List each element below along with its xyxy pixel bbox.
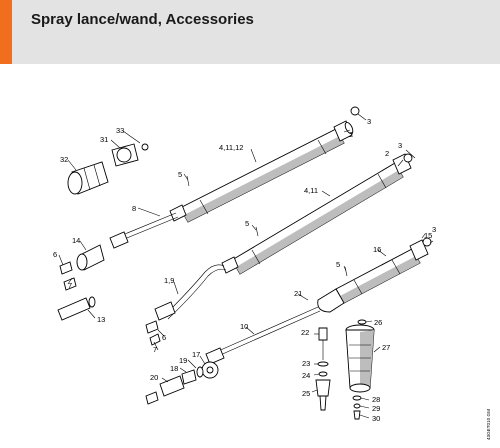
- spray-tube-8: [109, 212, 179, 249]
- callout-3c: 3: [432, 225, 436, 234]
- callout-23: 23: [302, 359, 310, 368]
- callout-31: 31: [100, 135, 108, 144]
- callout-6b: 6: [162, 333, 166, 342]
- lance-lower: [317, 237, 432, 313]
- callout-3b: 3: [398, 141, 402, 150]
- callout-18: 18: [170, 364, 178, 373]
- callout-6a: 6: [53, 250, 57, 259]
- page-title: Spray lance/wand, Accessories: [31, 11, 254, 28]
- callout-24: 24: [302, 371, 310, 380]
- fittings-left: [57, 244, 161, 346]
- callout-4-11-12: 4,11,12: [219, 143, 243, 152]
- callout-13: 13: [97, 315, 105, 324]
- callout-20: 20: [150, 373, 158, 382]
- callout-4-11: 4,11: [304, 186, 318, 195]
- callout-27: 27: [382, 343, 390, 352]
- callout-25: 25: [302, 389, 310, 398]
- callout-26: 26: [374, 318, 382, 327]
- callout-22: 22: [301, 328, 309, 337]
- callout-32: 32: [60, 155, 68, 164]
- callout-29: 29: [372, 404, 380, 413]
- screws-5: [186, 175, 348, 277]
- callout-2a: 2: [349, 130, 353, 139]
- handle-parts: [315, 319, 375, 420]
- callout-5c: 5: [336, 260, 340, 269]
- callout-30: 30: [372, 414, 380, 423]
- callout-7a: 7: [68, 281, 72, 290]
- callout-5a: 5: [178, 170, 182, 179]
- lance-middle: [221, 153, 413, 275]
- nozzle-parts: [67, 143, 149, 195]
- callout-33: 33: [116, 126, 124, 135]
- callout-15: 15: [424, 231, 432, 240]
- straight-tube-10: [205, 306, 321, 365]
- fittings-17-20: [145, 361, 219, 405]
- callout-28: 28: [372, 395, 380, 404]
- callout-8: 8: [132, 204, 136, 213]
- page-header: Spray lance/wand, Accessories: [0, 0, 500, 64]
- callout-1-9: 1,9: [164, 276, 174, 285]
- callout-labels: 33 31 32 8 5 4,11,12 3 2 2 3 4,11 5 14 6…: [53, 117, 436, 423]
- callout-5b: 5: [245, 219, 249, 228]
- callout-21: 21: [294, 289, 302, 298]
- lance-upper: [169, 106, 360, 223]
- callout-17: 17: [192, 350, 200, 359]
- callout-3a: 3: [367, 117, 371, 126]
- leader-lines: [58, 113, 434, 419]
- diagram-code: 43GET010 GM: [486, 409, 491, 440]
- callout-16: 16: [373, 245, 381, 254]
- callout-7b: 7: [153, 345, 157, 354]
- header-accent-bar: [0, 0, 12, 64]
- bent-tube-1-9: [154, 264, 227, 321]
- callout-14: 14: [72, 236, 80, 245]
- callout-19: 19: [179, 356, 187, 365]
- callout-10: 10: [240, 322, 248, 331]
- callout-2b: 2: [385, 149, 389, 158]
